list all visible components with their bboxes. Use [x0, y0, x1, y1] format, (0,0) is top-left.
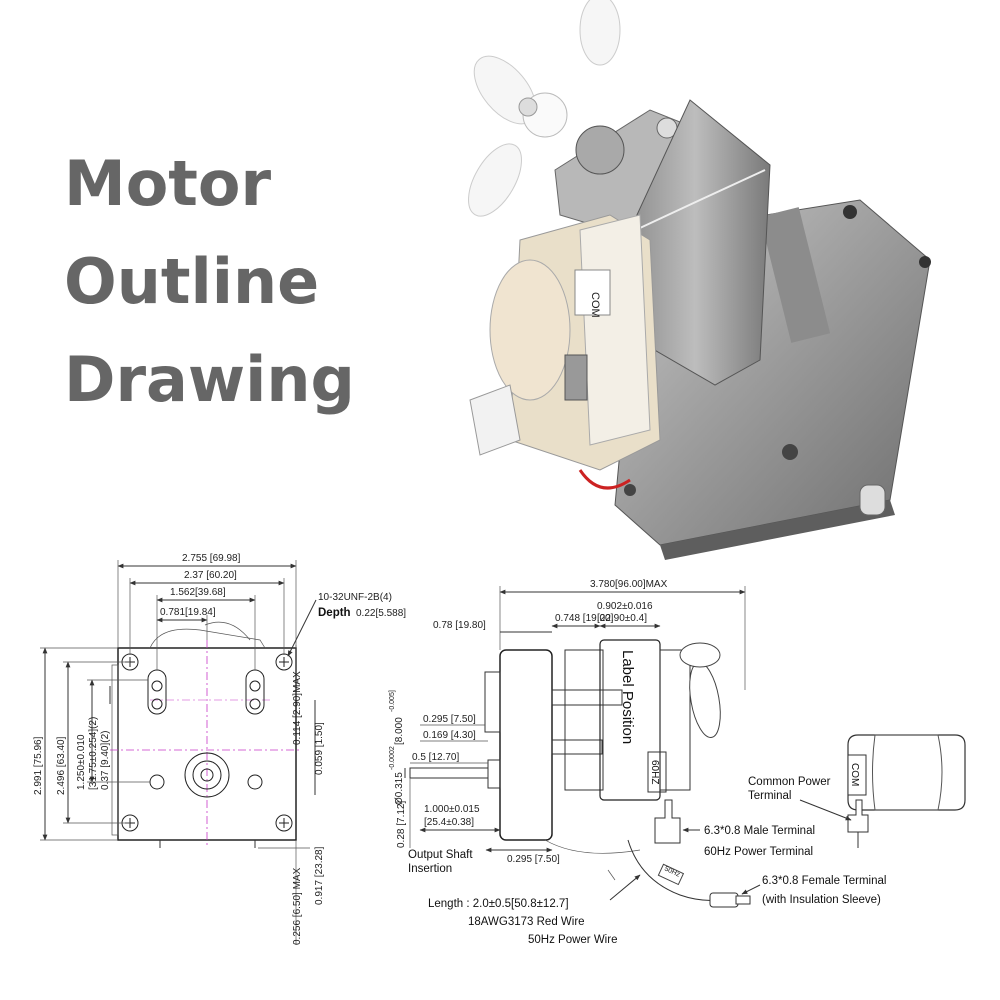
dim-shaft-diameter-metric-tol: -0.005] [389, 690, 396, 712]
title-line-3: Drawing [64, 343, 355, 416]
dim-flat: 0.28 [7.12] [396, 801, 407, 848]
dim-width-holes: 2.37 [60.20] [184, 570, 237, 581]
output-shaft [409, 767, 489, 779]
gearbox-side [499, 649, 553, 841]
dim-shaft-a: 0.295 [7.50] [423, 714, 476, 725]
dim-right-small: 0.059 [1.50] [314, 722, 325, 775]
dim-insert-length-metric: [25.4±0.38] [424, 817, 474, 828]
wire-line-1: Length : 2.0±0.5[50.8±12.7] [428, 898, 569, 910]
com-tag: COM [849, 763, 860, 786]
dim-slot-spacing: 1.562[39.68] [170, 587, 226, 598]
dim-shaft-c: 0.5 [12.70] [412, 752, 459, 763]
dim-total-length: 3.780[96.00]MAX [590, 579, 668, 590]
male-terminal-line-1: 6.3*0.8 Male Terminal [704, 825, 815, 837]
page-title: Motor Outline Drawing [64, 135, 355, 429]
common-power-line-1: Common Power [748, 776, 831, 788]
dim-right-max: 0.114 [2.90]MAX [292, 671, 303, 745]
voltage-mark: 60HZ [649, 760, 660, 784]
female-terminal-line-1: 6.3*0.8 Female Terminal [762, 875, 886, 887]
label-position: Label Position [619, 650, 636, 744]
male-terminal-line-2: 60Hz Power Terminal [704, 846, 813, 858]
dim-shaft-b: 0.169 [4.30] [423, 730, 476, 741]
dim-insert-length: 1.000±0.015 [424, 804, 480, 815]
fan-blade [468, 0, 621, 217]
dim-bottom-1: 0.917 [23.28] [314, 846, 325, 905]
dim-height-total: 2.991 [75.96] [33, 736, 44, 795]
dim-bottom-2: 0.256 [6.50] MAX [292, 867, 303, 945]
thread-spec: 10-32UNF-2B(4) [318, 592, 392, 603]
dim-height-holes: 2.496 [63.40] [56, 736, 67, 795]
common-power-line-2: Terminal [748, 790, 791, 802]
dim-slot-width: 0.37 [9.40](2) [100, 731, 111, 790]
dim-coil-width-metric: [22.90±0.4] [597, 613, 647, 624]
wire-line-2: 18AWG3173 Red Wire [468, 916, 585, 928]
photo-com-label: COM [589, 292, 601, 318]
dim-slot-height: 1.250±0.010 [76, 734, 87, 790]
dim-coil-offset: 0.748 [19.00] [555, 613, 614, 624]
output-shaft-label-1: Output Shaft [408, 849, 473, 861]
dim-bottom: 0.295 [7.50] [507, 854, 560, 865]
dim-slot-offset: 0.781[19.84] [160, 607, 216, 618]
dim-shaft-diameter-tol: -0.0002 [389, 746, 396, 770]
dim-shaft-diameter: Ø0.315 [394, 772, 405, 805]
output-shaft-label-2: Insertion [408, 863, 452, 875]
depth-label: Depth [318, 607, 351, 619]
front-view: 2.755 [69.98] 2.37 [60.20] 1.562[39.68] … [33, 553, 406, 945]
dim-coil-width: 0.902±0.016 [597, 601, 653, 612]
dim-slot-height-metric: [31.75±0.254](2) [88, 717, 99, 790]
side-view: Label Position 60HZ 3.780[96.00]MAX 0.78… [389, 579, 746, 875]
depth-value: 0.22[5.588] [356, 608, 406, 619]
dim-gearbox: 0.78 [19.80] [433, 620, 486, 631]
title-line-2: Outline [64, 245, 320, 318]
female-terminal-line-2: (with Insulation Sleeve) [762, 894, 881, 906]
dim-shaft-diameter-metric: [8.000 [394, 717, 405, 745]
dim-width-total: 2.755 [69.98] [182, 553, 241, 564]
common-terminal-view: COM Common Power Terminal [748, 734, 966, 848]
motor-photo: COM [468, 0, 931, 560]
terminal-annotations: 6.3*0.8 Male Terminal 60Hz Power Termina… [428, 799, 886, 946]
title-line-1: Motor [64, 147, 272, 220]
wire-line-3: 50Hz Power Wire [528, 934, 617, 946]
